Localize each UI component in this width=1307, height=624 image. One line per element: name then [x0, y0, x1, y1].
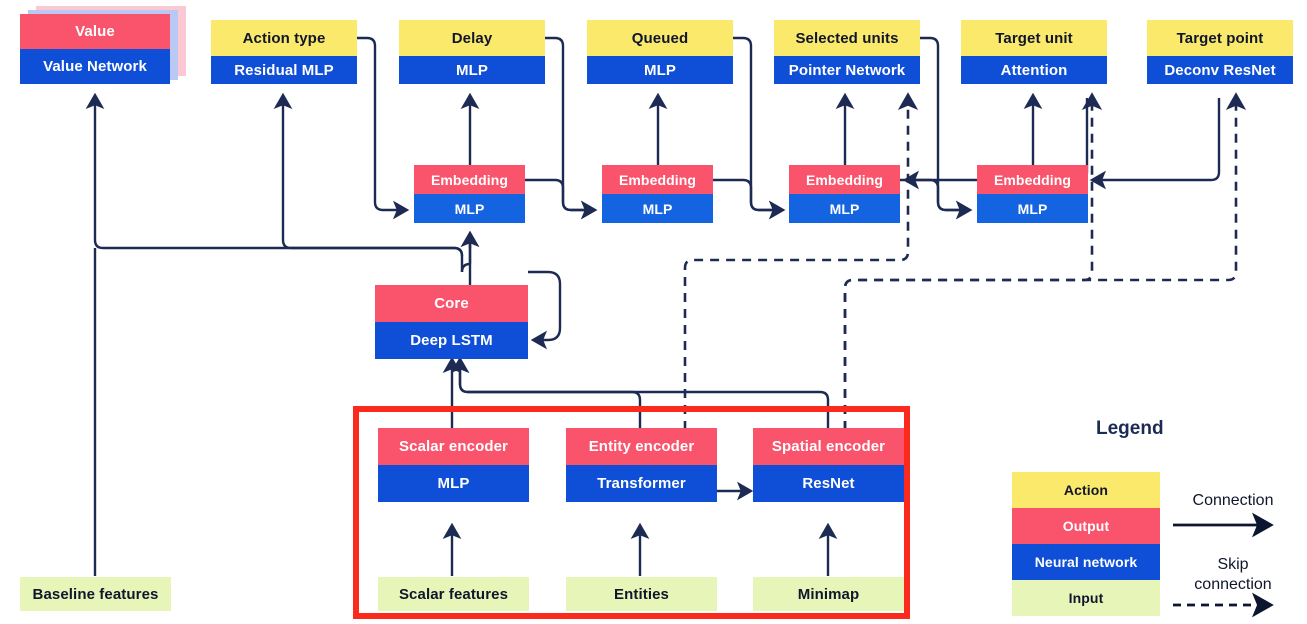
head-value[interactable]: Value Value Network [20, 6, 186, 84]
input-scalar-features[interactable]: Scalar features [378, 577, 529, 611]
head-action-type-bottom: Residual MLP [211, 56, 357, 84]
head-target-point-bottom: Deconv ResNet [1147, 56, 1293, 84]
scalar-encoder[interactable]: Scalar encoder MLP [378, 428, 529, 502]
legend-action: Action [1012, 472, 1160, 508]
head-delay-top: Delay [399, 20, 545, 56]
spatial-encoder[interactable]: Spatial encoder ResNet [753, 428, 904, 502]
legend-key-stack: Action Output Neural network Input [1012, 472, 1160, 616]
embedding-2-bottom: MLP [602, 194, 713, 223]
head-target-unit-top: Target unit [961, 20, 1107, 56]
head-selected-units-bottom: Pointer Network [774, 56, 920, 84]
entity-encoder-bottom: Transformer [566, 465, 717, 502]
head-selected-units-top: Selected units [774, 20, 920, 56]
legend-output: Output [1012, 508, 1160, 544]
head-target-point[interactable]: Target point Deconv ResNet [1147, 20, 1293, 84]
head-selected-units[interactable]: Selected units Pointer Network [774, 20, 920, 84]
core-bottom: Deep LSTM [375, 322, 528, 359]
spatial-encoder-bottom: ResNet [753, 465, 904, 502]
embedding-4-top: Embedding [977, 165, 1088, 194]
embedding-1-bottom: MLP [414, 194, 525, 223]
input-entities[interactable]: Entities [566, 577, 717, 611]
head-action-type[interactable]: Action type Residual MLP [211, 20, 357, 84]
embedding-4[interactable]: Embedding MLP [977, 165, 1088, 223]
embedding-3-bottom: MLP [789, 194, 900, 223]
scalar-encoder-bottom: MLP [378, 465, 529, 502]
embedding-2[interactable]: Embedding MLP [602, 165, 713, 223]
embedding-3[interactable]: Embedding MLP [789, 165, 900, 223]
entity-encoder[interactable]: Entity encoder Transformer [566, 428, 717, 502]
head-target-point-top: Target point [1147, 20, 1293, 56]
legend-input: Input [1012, 580, 1160, 616]
embedding-2-top: Embedding [602, 165, 713, 194]
embedding-3-top: Embedding [789, 165, 900, 194]
entity-encoder-top: Entity encoder [566, 428, 717, 465]
embedding-4-bottom: MLP [977, 194, 1088, 223]
embedding-1-top: Embedding [414, 165, 525, 194]
head-delay-bottom: MLP [399, 56, 545, 84]
input-minimap[interactable]: Minimap [753, 577, 904, 611]
spatial-encoder-top: Spatial encoder [753, 428, 904, 465]
embedding-1[interactable]: Embedding MLP [414, 165, 525, 223]
head-action-type-top: Action type [211, 20, 357, 56]
legend-title: Legend [1096, 418, 1164, 439]
legend-neural-network: Neural network [1012, 544, 1160, 580]
head-delay[interactable]: Delay MLP [399, 20, 545, 84]
core-top: Core [375, 285, 528, 322]
head-queued-bottom: MLP [587, 56, 733, 84]
scalar-encoder-top: Scalar encoder [378, 428, 529, 465]
encoders-highlight-box [353, 406, 910, 619]
core-block[interactable]: Core Deep LSTM [375, 285, 528, 359]
legend-skip-label-line1: Skip [1217, 556, 1249, 573]
head-queued-top: Queued [587, 20, 733, 56]
head-value-bottom: Value Network [20, 49, 170, 84]
head-target-unit[interactable]: Target unit Attention [961, 20, 1107, 84]
input-baseline-features[interactable]: Baseline features [20, 577, 171, 611]
head-queued[interactable]: Queued MLP [587, 20, 733, 84]
legend-skip-label-line2: connection [1194, 576, 1272, 593]
head-target-unit-bottom: Attention [961, 56, 1107, 84]
head-value-top: Value [20, 14, 170, 49]
legend-connection-label: Connection [1192, 492, 1274, 509]
